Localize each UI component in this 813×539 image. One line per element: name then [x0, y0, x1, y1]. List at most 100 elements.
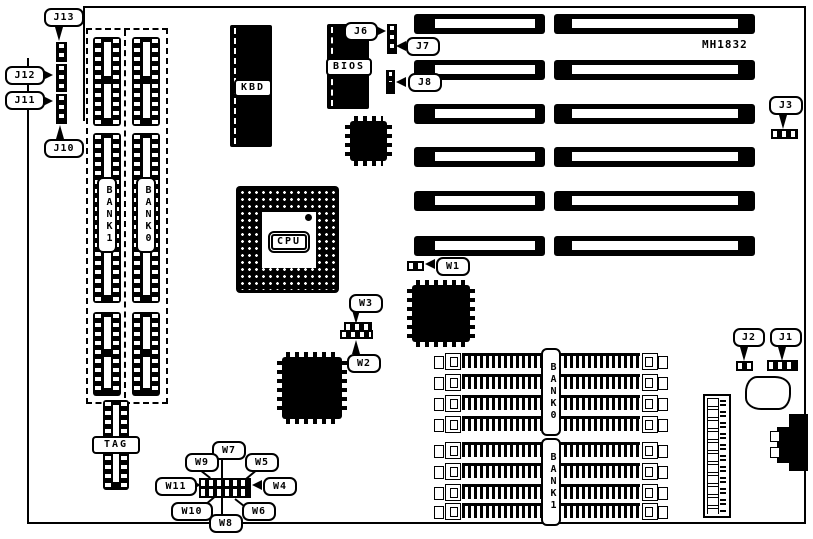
pin-contacts [59, 44, 64, 60]
socket-clip [642, 463, 658, 480]
pin-contacts [113, 314, 119, 394]
socket-clip [445, 463, 461, 480]
connector-tab [770, 447, 780, 458]
socket-clip [642, 484, 658, 501]
pin-contacts [113, 39, 119, 124]
pin-contacts [720, 400, 726, 512]
expansion-slot [414, 104, 545, 124]
expansion-slot [554, 191, 755, 211]
expansion-slot [414, 236, 545, 256]
jumper-strip-j6-j7 [387, 24, 397, 54]
jumper-w2 [340, 330, 373, 339]
pin-stubs [407, 289, 412, 338]
expansion-slot [554, 104, 755, 124]
pointer-w7 [221, 458, 223, 478]
callout-w7: W7 [212, 441, 246, 460]
socket-clip [434, 398, 444, 411]
callout-j3: J3 [769, 96, 803, 115]
jumper-w3 [344, 322, 372, 332]
pointer-j10 [56, 125, 64, 139]
socket-clip [445, 442, 461, 459]
board-part-number: MH1832 [702, 38, 748, 51]
callout-w10: W10 [171, 502, 213, 521]
keyboard-connector [789, 414, 808, 471]
pin-stubs [277, 361, 282, 415]
pointer-j8 [396, 77, 406, 87]
socket-slot [143, 42, 150, 118]
slot-contact-stripe [435, 241, 535, 250]
pin-contacts [134, 314, 140, 394]
socket-clip [434, 445, 444, 458]
jumper-j2 [736, 361, 753, 371]
pointer-j2 [740, 347, 748, 361]
callout-j13: J13 [44, 8, 84, 27]
pin-contacts [409, 263, 422, 269]
expansion-slot [554, 60, 755, 80]
expansion-slot [414, 191, 545, 211]
pin1-marker [305, 214, 312, 221]
board-edge-right [804, 6, 806, 524]
jumper-strip-j11 [56, 94, 67, 124]
socket-clip [658, 398, 668, 411]
pin-contacts [773, 131, 796, 137]
power-connector [703, 394, 731, 518]
callout-j7: J7 [406, 37, 440, 56]
pin-stubs [345, 125, 350, 157]
socket-slot [104, 317, 111, 388]
callout-j1: J1 [770, 328, 802, 347]
qfp-chip [277, 352, 347, 424]
label-kbd: KBD [234, 79, 272, 97]
memory-area-divider [124, 30, 126, 398]
label-right-bank1: BANK1 [541, 438, 561, 526]
expansion-slot [414, 60, 545, 80]
socket-clip [445, 484, 461, 501]
socket-slot [104, 42, 111, 118]
label-left-bank1: BANK1 [97, 177, 117, 253]
pointer-w3 [352, 310, 360, 324]
pointer-j1 [778, 347, 786, 361]
socket-clip [642, 395, 658, 412]
jumper-j1 [767, 360, 798, 371]
socket-clip [658, 466, 668, 479]
pointer-j13 [55, 27, 63, 41]
pointer-w2 [352, 340, 360, 354]
socket-clip [658, 377, 668, 390]
jumper-strip-j8 [386, 70, 395, 94]
socket-clip [658, 419, 668, 432]
qfp-chip [407, 280, 475, 347]
socket-clip [445, 353, 461, 370]
socket-clip [658, 356, 668, 369]
callout-j8: J8 [408, 73, 442, 92]
simm-socket [132, 312, 160, 396]
socket-clip [658, 445, 668, 458]
slot-contact-stripe [435, 152, 535, 161]
board-edge-bottom [27, 522, 806, 524]
pin-contacts [390, 26, 394, 52]
simm-socket [93, 37, 121, 126]
slot-contact-stripe [435, 65, 535, 74]
expansion-slot [554, 14, 755, 34]
pin-contacts [59, 96, 64, 122]
pin-contacts [152, 314, 158, 394]
jumper-j3 [771, 129, 798, 139]
callout-w1: W1 [436, 257, 470, 276]
expansion-slot [554, 236, 755, 256]
pin-contacts [95, 39, 101, 124]
pin-contacts [738, 363, 751, 369]
callout-w4: W4 [263, 477, 297, 496]
callout-j12: J12 [5, 66, 45, 85]
pin-contacts [389, 72, 392, 82]
pin-contacts [59, 66, 64, 90]
callout-w3: W3 [349, 294, 383, 313]
socket-clip [658, 487, 668, 500]
callout-j10: J10 [44, 139, 84, 158]
pointer-w8 [221, 498, 223, 514]
callout-j2: J2 [733, 328, 765, 347]
socket-clip [642, 374, 658, 391]
pin-stubs [470, 289, 475, 338]
slot-contact-stripe [572, 19, 738, 28]
pin-contacts [707, 398, 719, 514]
callout-j11: J11 [5, 91, 45, 110]
callout-w9: W9 [185, 453, 219, 472]
label-cpu: CPU [268, 231, 310, 253]
